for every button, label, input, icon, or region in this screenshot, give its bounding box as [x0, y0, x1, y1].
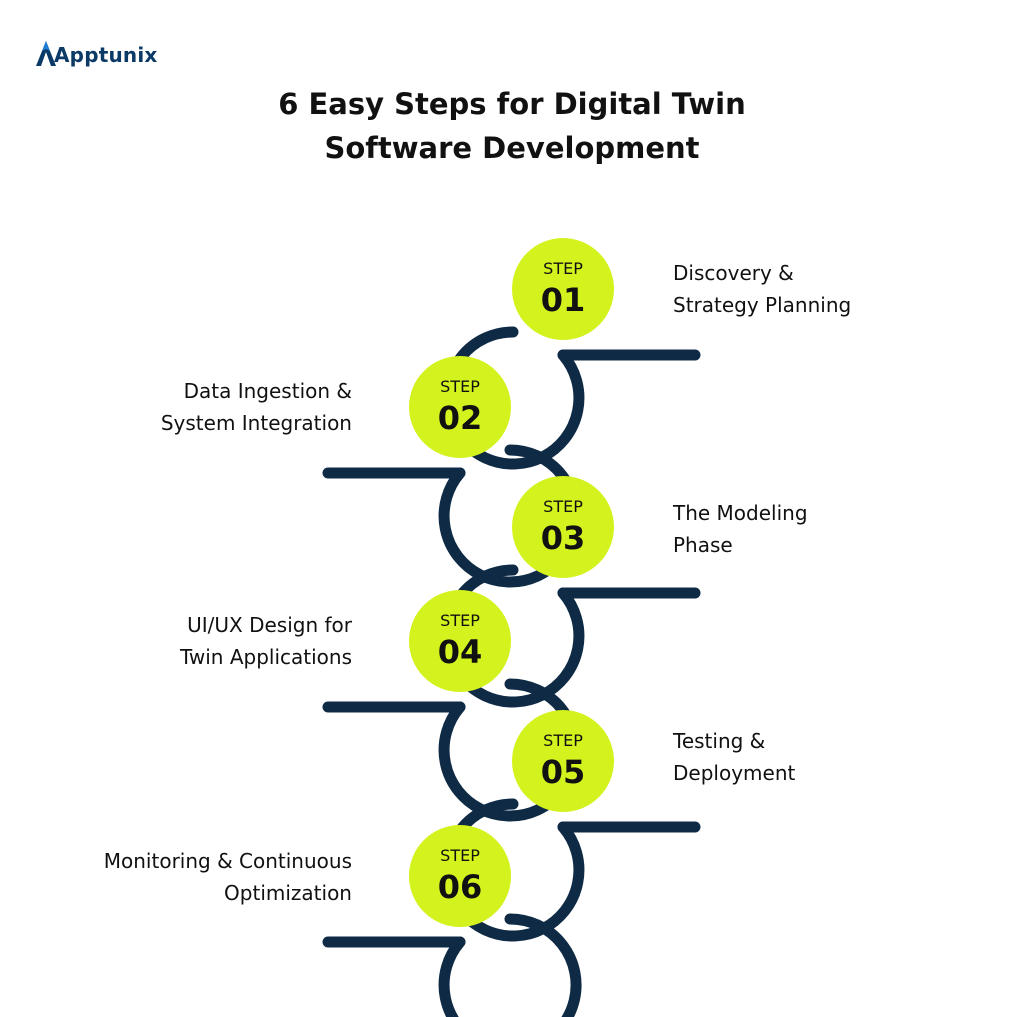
apptunix-logo-icon	[36, 41, 56, 66]
step-5-disc	[512, 710, 614, 812]
step-1-disc	[512, 238, 614, 340]
step-1-ring	[441, 326, 585, 470]
brand-name: Apptunix	[54, 43, 158, 67]
step-2-disc	[409, 356, 511, 458]
step-3-number: 03	[541, 519, 586, 557]
step-6-disc	[409, 825, 511, 927]
step-3-word: STEP	[543, 497, 583, 516]
step-4-node: STEP 04	[322, 590, 582, 822]
step-4-ring	[438, 678, 582, 822]
step-2-node: STEP 02	[322, 356, 582, 588]
step-4-disc	[409, 590, 511, 692]
step-1-number: 01	[541, 281, 586, 319]
step-5-label: Testing &Deployment	[673, 729, 796, 785]
step-3-disc	[512, 476, 614, 578]
step-6-word: STEP	[440, 846, 480, 865]
step-2-number: 02	[438, 399, 483, 437]
step-2-ring	[438, 444, 582, 588]
step-2-word: STEP	[440, 377, 480, 396]
step-4-word: STEP	[440, 611, 480, 630]
brand-logo: Apptunix	[34, 28, 158, 68]
step-6-ring	[438, 913, 582, 1017]
title-line-1: 6 Easy Steps for Digital Twin	[278, 87, 746, 121]
step-5-number: 05	[541, 753, 586, 791]
page-title: 6 Easy Steps for Digital Twin Software D…	[0, 82, 1024, 170]
step-6-number: 06	[438, 868, 483, 906]
step-1-word: STEP	[543, 259, 583, 278]
step-1-node: STEP 01	[441, 238, 701, 470]
step-4-number: 04	[438, 633, 483, 671]
step-2-label: Data Ingestion &System Integration	[160, 379, 352, 435]
step-1-label: Discovery &Strategy Planning	[673, 261, 852, 317]
title-line-2: Software Development	[324, 131, 700, 165]
step-6-node: STEP 06	[322, 825, 582, 1017]
step-5-word: STEP	[543, 731, 583, 750]
